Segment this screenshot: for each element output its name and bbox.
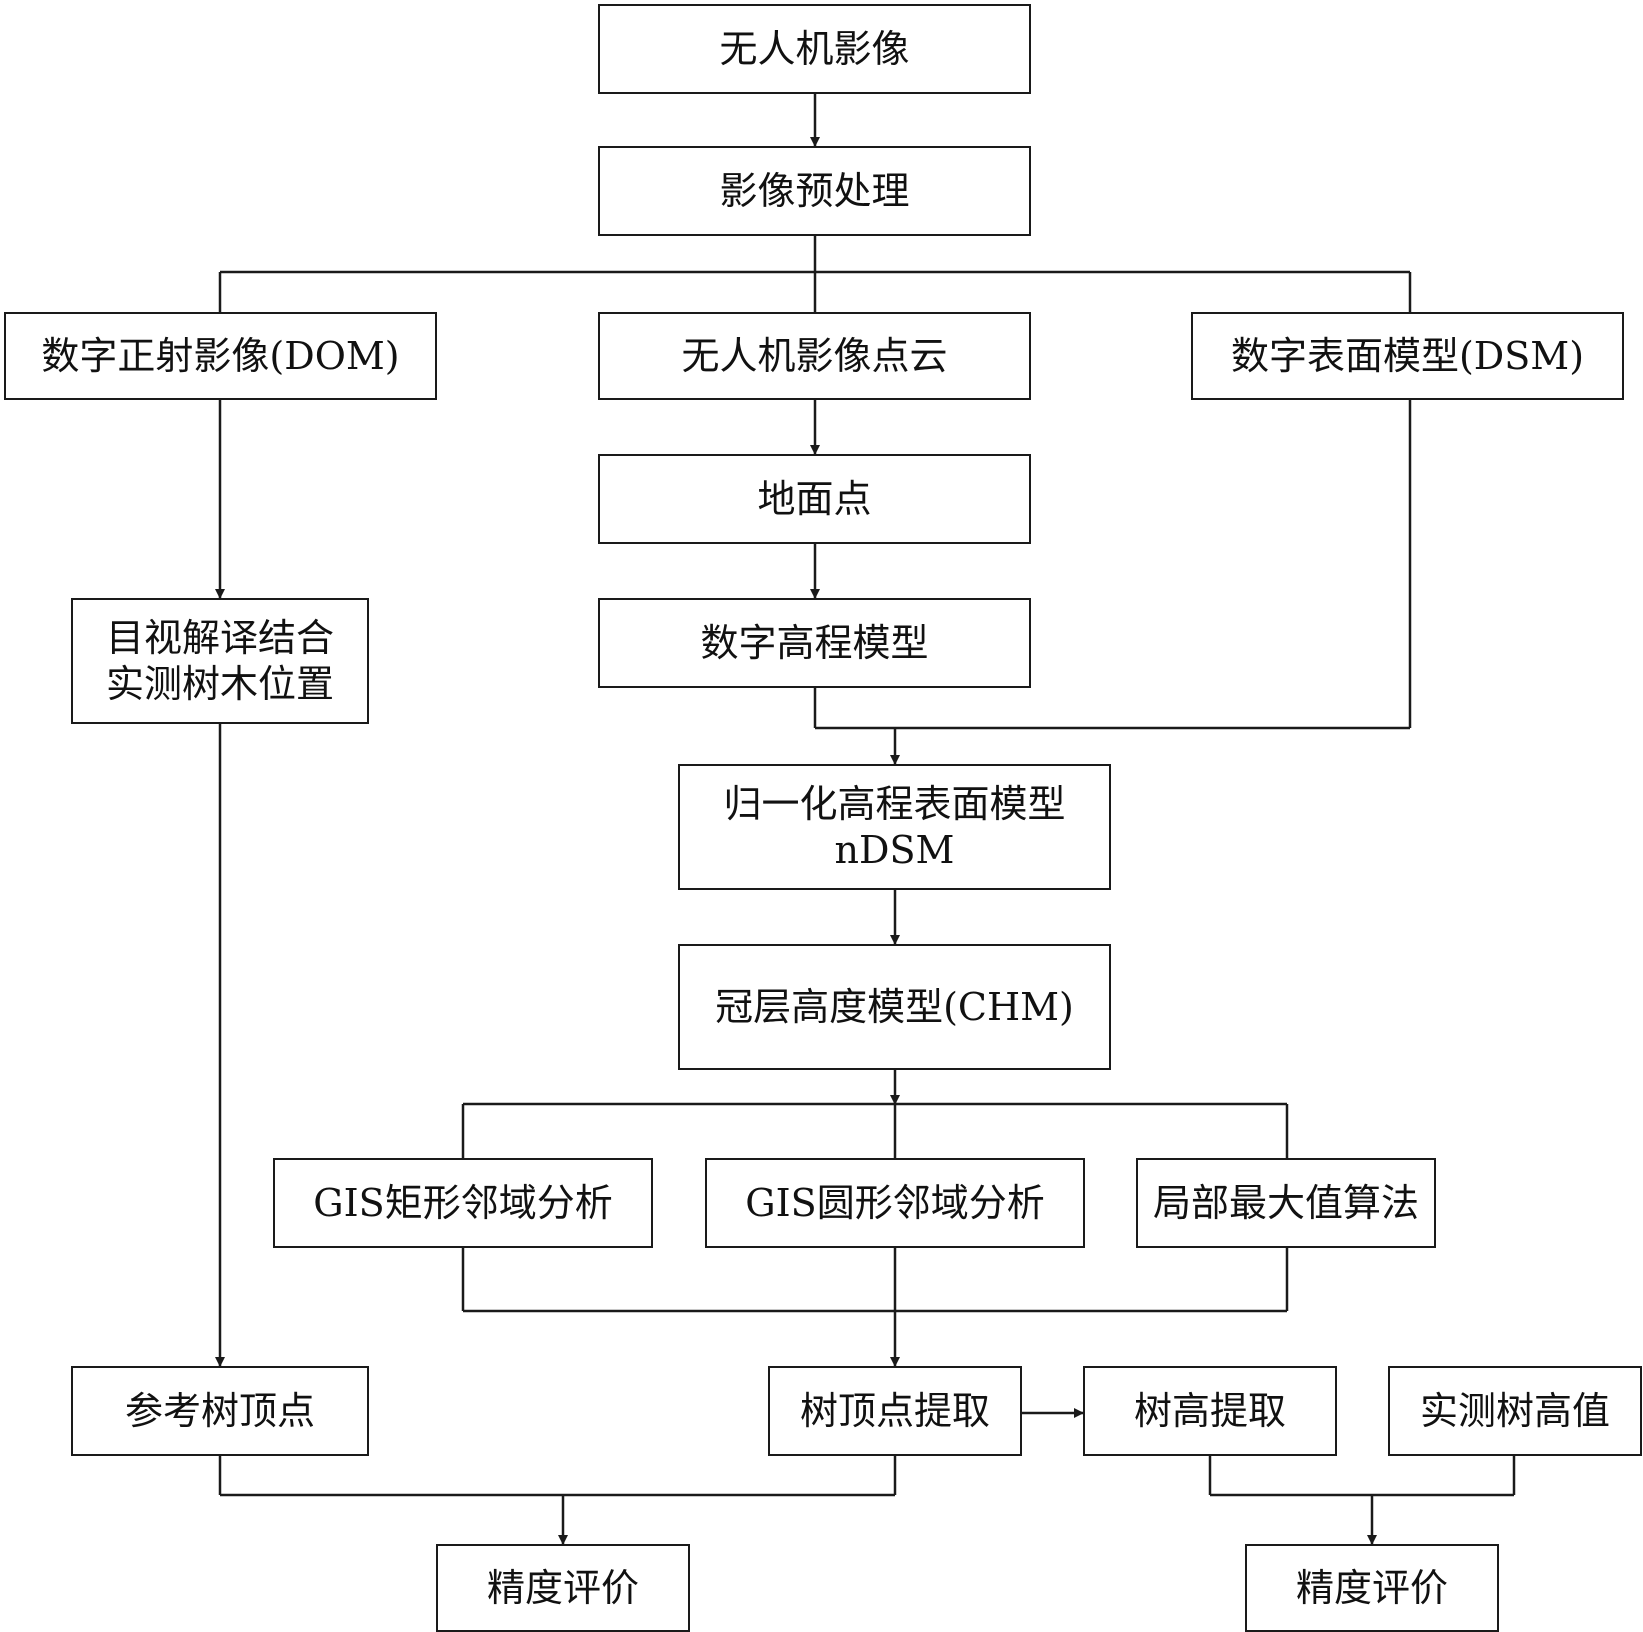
- node-label-line-2: 实测树木位置: [105, 662, 334, 706]
- node-label: 地面点: [757, 476, 872, 521]
- node-treetop-extraction: 树顶点提取: [768, 1366, 1022, 1456]
- node-chm: 冠层高度模型(CHM): [678, 944, 1111, 1070]
- node-label: 局部最大值算法: [1152, 1180, 1419, 1225]
- node-label: 参考树顶点: [124, 1388, 315, 1433]
- node-gis-circle-neighborhood: GIS圆形邻域分析: [705, 1158, 1085, 1248]
- node-label: 数字正射影像(DOM): [41, 333, 400, 378]
- node-ndsm: 归一化高程表面模型 nDSM: [678, 764, 1111, 890]
- node-label: 树高提取: [1133, 1388, 1286, 1433]
- node-label-line-1: 目视解译结合: [105, 615, 334, 660]
- node-label: 数字表面模型(DSM): [1230, 333, 1585, 378]
- node-ground-points: 地面点: [598, 454, 1031, 544]
- node-reference-treetops: 参考树顶点: [71, 1366, 369, 1456]
- node-label: GIS圆形邻域分析: [745, 1180, 1045, 1225]
- node-measured-tree-height: 实测树高值: [1388, 1366, 1642, 1456]
- node-label: 冠层高度模型(CHM): [715, 984, 1074, 1029]
- node-image-preprocessing: 影像预处理: [598, 146, 1031, 236]
- node-label: 树顶点提取: [799, 1388, 990, 1433]
- node-label: 影像预处理: [719, 168, 910, 213]
- node-accuracy-assessment-2: 精度评价: [1245, 1544, 1499, 1632]
- node-label: 无人机影像: [719, 26, 910, 71]
- node-local-maximum: 局部最大值算法: [1136, 1158, 1436, 1248]
- node-dom: 数字正射影像(DOM): [4, 312, 437, 400]
- node-label: 无人机影像点云: [681, 333, 948, 378]
- node-gis-rect-neighborhood: GIS矩形邻域分析: [273, 1158, 653, 1248]
- node-label: 数字高程模型: [700, 620, 929, 665]
- node-label: 实测树高值: [1419, 1388, 1610, 1433]
- node-uav-point-cloud: 无人机影像点云: [598, 312, 1031, 400]
- node-tree-height-extraction: 树高提取: [1083, 1366, 1337, 1456]
- node-label: 精度评价: [1295, 1565, 1448, 1610]
- node-dem: 数字高程模型: [598, 598, 1031, 688]
- node-label: GIS矩形邻域分析: [313, 1180, 613, 1225]
- node-label-line-1: 归一化高程表面模型: [723, 781, 1066, 826]
- node-dsm: 数字表面模型(DSM): [1191, 312, 1624, 400]
- node-label: 精度评价: [486, 1565, 639, 1610]
- node-accuracy-assessment-1: 精度评价: [436, 1544, 690, 1632]
- node-visual-interpretation: 目视解译结合 实测树木位置: [71, 598, 369, 724]
- node-label-line-2: nDSM: [834, 828, 955, 872]
- node-uav-image: 无人机影像: [598, 4, 1031, 94]
